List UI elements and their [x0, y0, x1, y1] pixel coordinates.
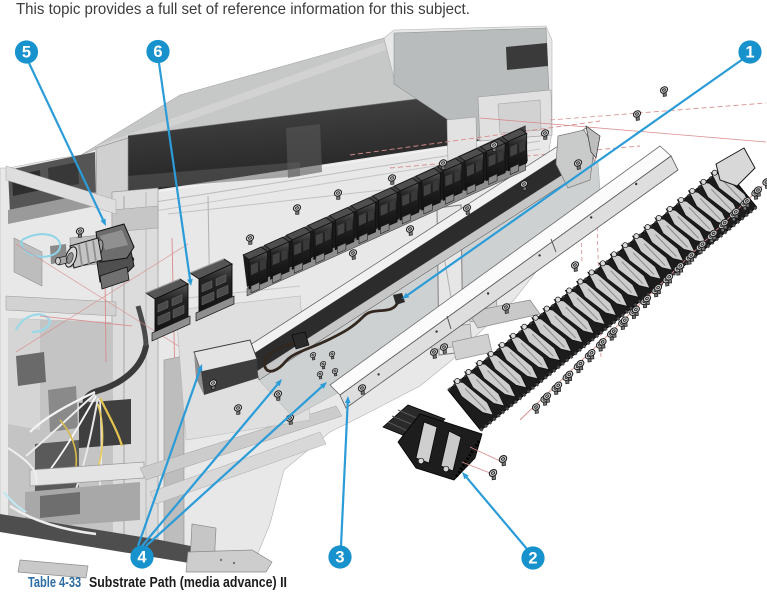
svg-text:1: 1 — [745, 44, 754, 62]
svg-text:5: 5 — [22, 44, 31, 62]
svg-text:6: 6 — [153, 43, 162, 61]
svg-text:2: 2 — [528, 550, 537, 568]
svg-text:4: 4 — [137, 549, 147, 567]
svg-text:3: 3 — [335, 549, 344, 567]
